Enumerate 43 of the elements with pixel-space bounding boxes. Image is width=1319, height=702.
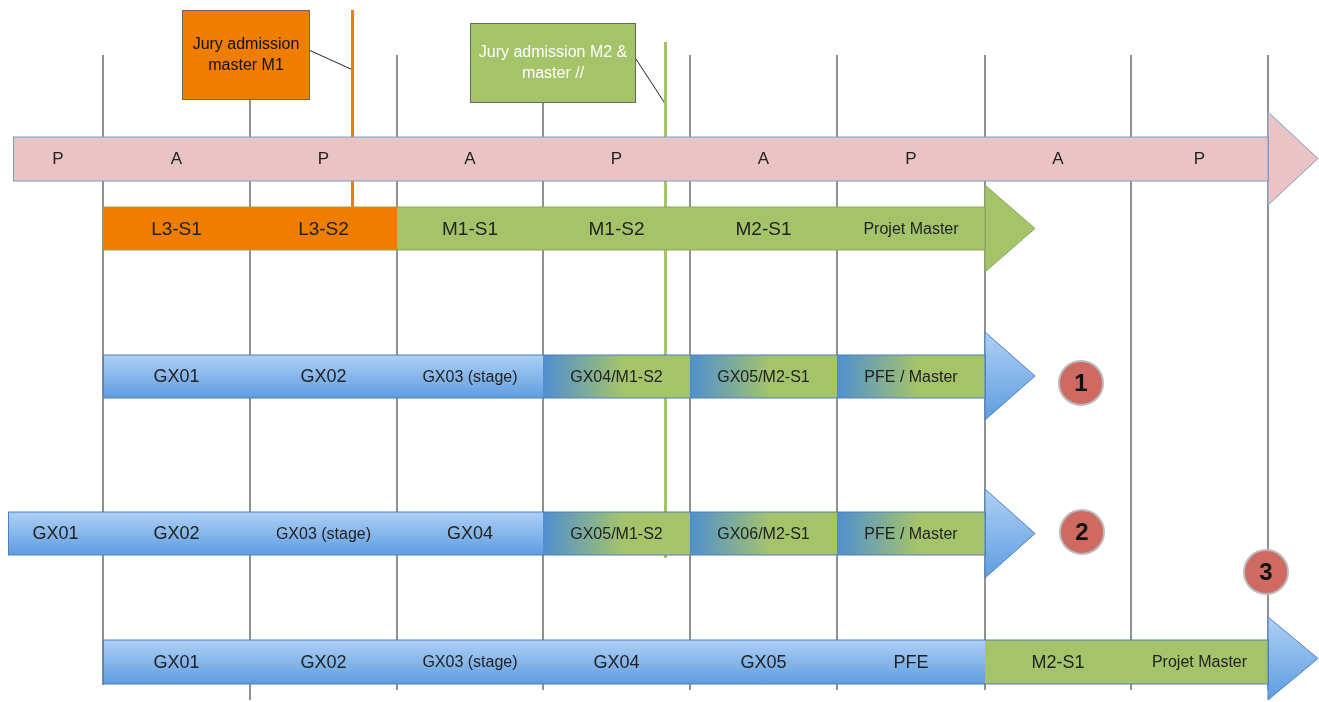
segment-label: A [169, 148, 184, 170]
segment-label: GX04/M1-S2 [569, 366, 664, 387]
segment-label: P [1192, 148, 1207, 170]
segment-label: GX01 [152, 365, 201, 388]
segment-label: GX01 [152, 650, 201, 674]
segment-label: L3-S1 [150, 216, 203, 241]
segment-label: P [904, 148, 918, 170]
segment-label: GX04 [592, 650, 641, 674]
segment-label: GX05/M2-S1 [716, 366, 811, 387]
leader-line [309, 50, 352, 70]
numbered-circle: 2 [1059, 509, 1105, 555]
segment-label: PFE [892, 650, 930, 674]
leader-line [635, 58, 665, 103]
segment-label: A [756, 148, 771, 170]
numbered-circle: 1 [1058, 360, 1104, 406]
segment-label: A [1051, 148, 1065, 170]
segment-label: M1-S2 [587, 216, 646, 241]
segment-label: GX03 (stage) [421, 366, 519, 387]
segment-label: Projet Master [1150, 652, 1249, 672]
segment-label: PFE / Master [863, 366, 959, 387]
segment-label: L3-S2 [297, 216, 350, 241]
segment-label: GX02 [299, 650, 348, 674]
segment-label: GX05/M1-S2 [569, 523, 664, 544]
segment-label: GX05 [739, 650, 788, 674]
segment-label: PFE / Master [863, 523, 959, 544]
note-box: Jury admission M2 & master // [470, 23, 636, 103]
segment-label: M2-S1 [734, 216, 793, 241]
segment-label: Projet Master [862, 218, 960, 239]
segment-label: GX03 (stage) [421, 652, 519, 672]
segment-label: M2-S1 [1030, 650, 1086, 674]
numbered-circle: 3 [1243, 549, 1289, 595]
segment-label: GX01 [31, 522, 80, 545]
segment-label: GX02 [152, 522, 201, 545]
segment-label: GX06/M2-S1 [716, 523, 811, 544]
segment-label: A [463, 148, 477, 170]
segment-label: M1-S1 [441, 216, 499, 241]
segment-label: GX03 (stage) [274, 523, 373, 544]
segment-label: GX02 [299, 365, 348, 388]
segment-label: P [316, 148, 331, 170]
segment-label: P [609, 148, 624, 170]
segment-label: P [51, 148, 65, 170]
segment-label: GX04 [446, 522, 494, 545]
note-box: Jury admission master M1 [182, 10, 310, 100]
